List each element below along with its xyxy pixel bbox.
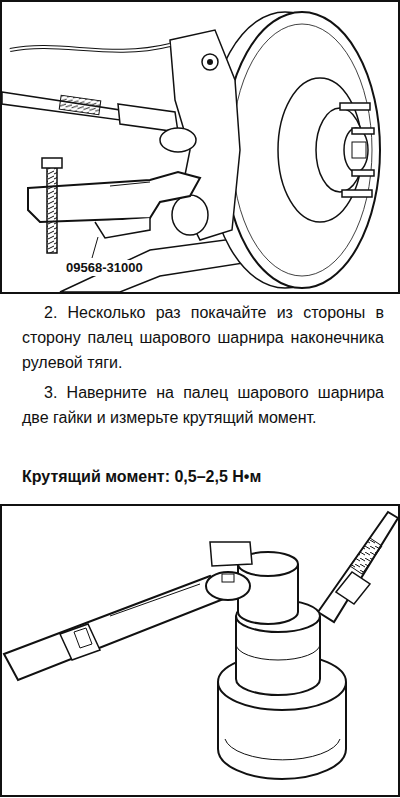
tool-number: 09568-31000	[64, 260, 145, 276]
torque-spec: Крутящий момент: 0,5–2,5 Н•м	[22, 466, 384, 488]
instruction-step: 3. Наверните на палец шарового шарнира д…	[22, 380, 384, 430]
instruction-step: 2. Несколько раз покачайте из стороны в …	[22, 300, 384, 375]
torque-measure-illustration	[0, 504, 400, 798]
tie-rod-puller-illustration	[0, 0, 400, 296]
